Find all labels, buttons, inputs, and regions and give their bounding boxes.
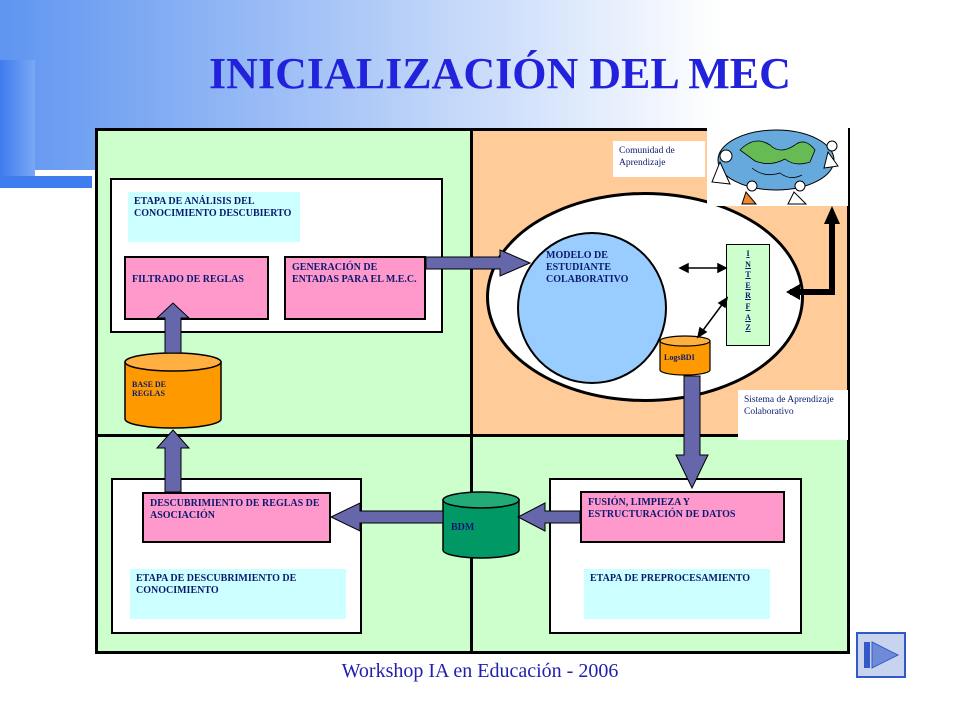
filter-rules-box: FILTRADO DE REGLAS [124, 256, 269, 320]
arrow-discovery-to-rules [155, 429, 191, 493]
arrow-rules-to-filter [155, 302, 191, 354]
association-rules-box: DESCUBRIMIENTO DE REGLAS DE ASOCIACIÓN [142, 492, 331, 543]
preprocessing-stage-label: ETAPA DE PREPROCESAMIENTO [584, 569, 770, 619]
slide-title: INICIALIZACIÓN DEL MEC [209, 49, 791, 98]
fusion-cleaning-box: FUSIÓN, LIMPIEZA Y ESTRUCTURACIÓN DE DAT… [580, 491, 785, 543]
generation-inputs-box: GENERACIÓN DE ENTADAS PARA EL M.E.C. [284, 256, 426, 320]
logs-label: LogsBDI [664, 353, 695, 362]
arrow-logs-to-fusion [675, 375, 709, 490]
system-note: Sistema de Aprendizaje Colaborativo [738, 390, 848, 440]
arrow-interface-to-community [786, 206, 840, 300]
vertical-divider [470, 128, 473, 654]
left-accent-bar [0, 60, 35, 180]
interface-letter: N [745, 259, 751, 269]
interface-letter: Z [745, 323, 751, 333]
interface-column: I N T E R F A Z [726, 244, 770, 346]
end-navigation-icon[interactable] [856, 632, 906, 678]
logs-cylinder [659, 335, 711, 376]
footer-text: Workshop IA en Educación - 2006 [341, 660, 619, 682]
student-model-label: MODELO DE ESTUDIANTE COLABORATIVO [546, 250, 629, 285]
left-accent-line [0, 176, 92, 188]
bdm-label: BDM [451, 522, 475, 533]
interface-letter: A [745, 312, 751, 322]
rules-base-cylinder [124, 352, 222, 429]
interface-letter: T [745, 270, 751, 280]
bdm-cylinder [442, 491, 520, 559]
arrow-fusion-to-bdm [516, 502, 581, 532]
globe-with-people-icon [707, 127, 848, 206]
community-note: Comunidad de Aprendizaje [613, 141, 705, 177]
rules-base-label: BASE DE REGLAS [132, 380, 167, 398]
student-model-circle [517, 232, 667, 384]
arrow-bdm-to-discovery [329, 502, 444, 532]
interface-letter: F [745, 301, 751, 311]
interface-letter: R [745, 291, 751, 301]
arrow-generation-to-model [425, 249, 532, 277]
interface-letter: E [745, 280, 751, 290]
interface-letter: I [746, 249, 750, 258]
analysis-stage-label: ETAPA DE ANÁLISIS DEL CONOCIMIENTO DESCU… [128, 192, 300, 242]
horizontal-divider [95, 434, 850, 437]
discovery-stage-label: ETAPA DE DESCUBRIMIENTO DE CONOCIMIENTO [130, 569, 346, 619]
